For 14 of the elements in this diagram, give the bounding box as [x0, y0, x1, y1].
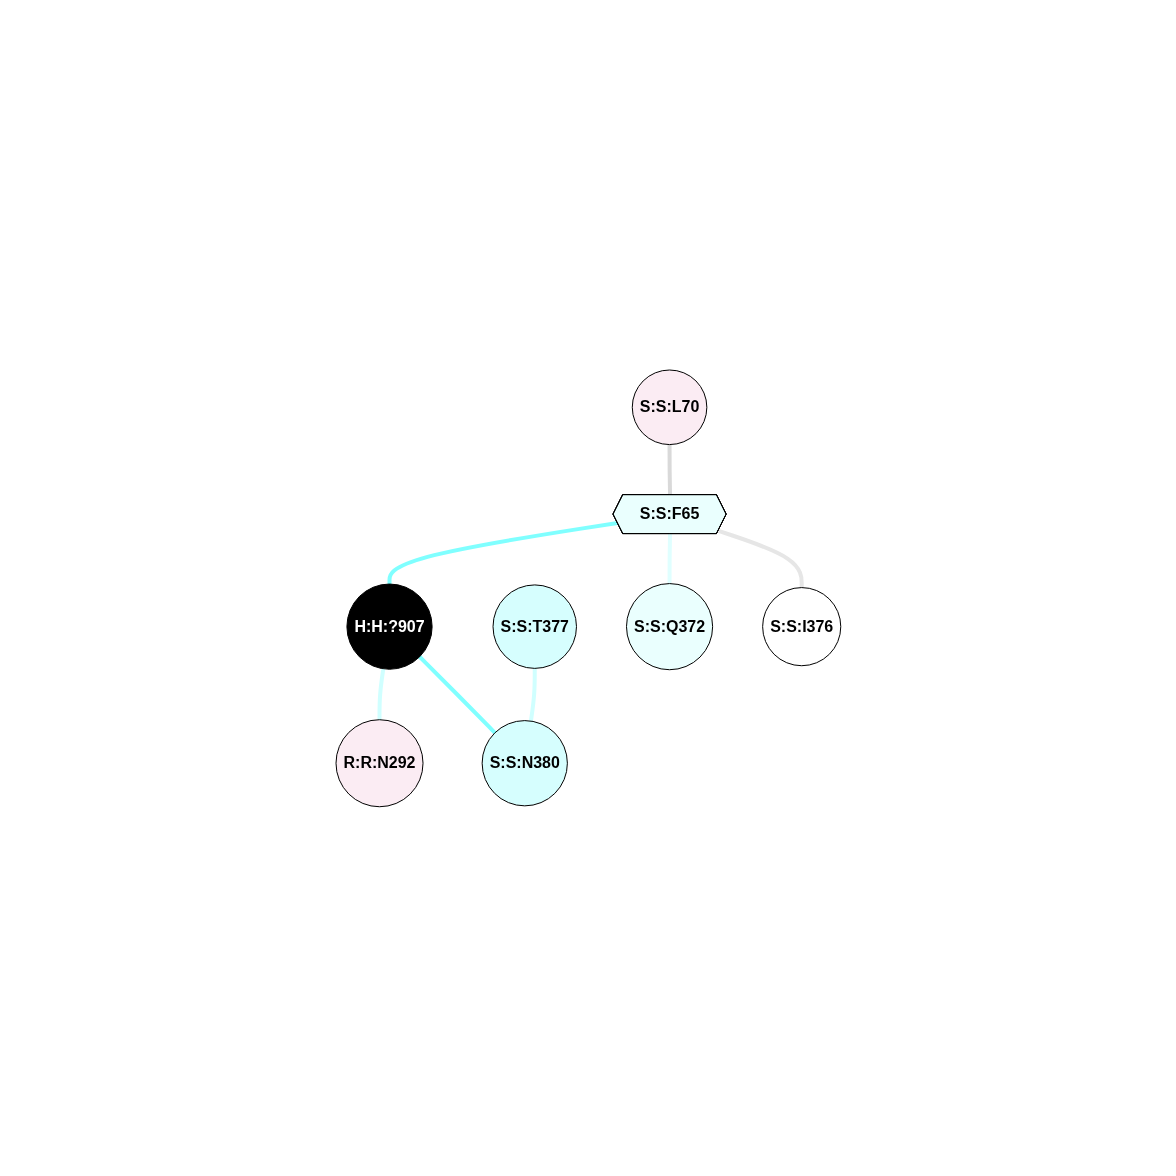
- node-circle: S:S:T377: [492, 584, 577, 669]
- connector: [667, 444, 672, 495]
- connector: [387, 520, 618, 584]
- node-circle: S:S:I376: [761, 586, 841, 666]
- connector: [417, 655, 496, 734]
- connector: [377, 668, 385, 720]
- node-circle: R:R:N292: [335, 718, 424, 807]
- node-circle: H:H:?907: [346, 583, 433, 670]
- node-circle: S:S:L70: [631, 369, 707, 445]
- node-circle: S:S:N380: [481, 719, 568, 806]
- connector: [717, 528, 804, 588]
- connector: [667, 533, 672, 584]
- connector: [528, 668, 537, 721]
- node-circle: S:S:Q372: [625, 582, 713, 670]
